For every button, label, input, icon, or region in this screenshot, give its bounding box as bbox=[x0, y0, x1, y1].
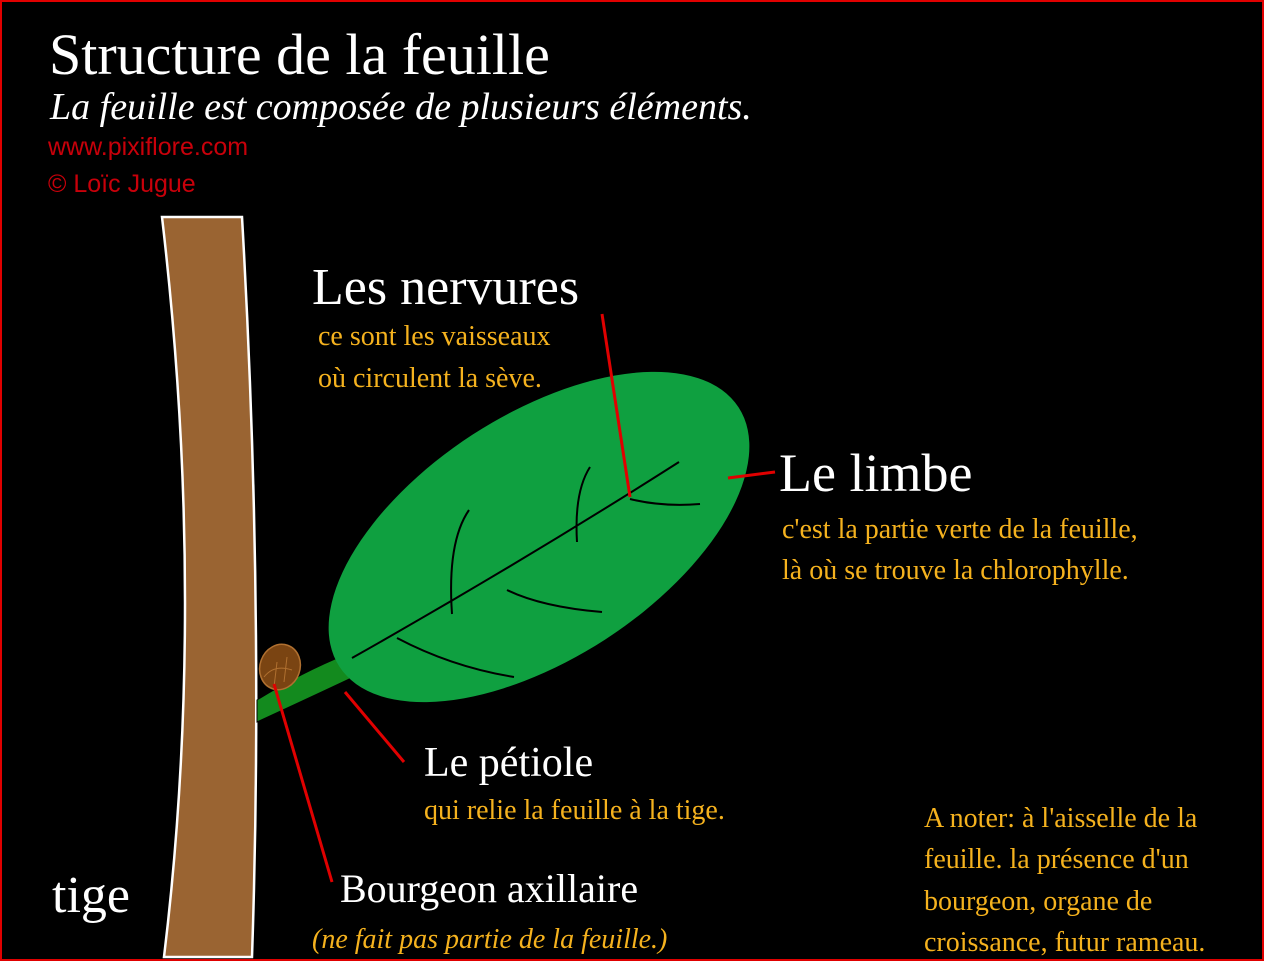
note-line-3: bourgeon, organe de bbox=[924, 886, 1153, 917]
petiole-title: Le pétiole bbox=[424, 740, 594, 786]
nervures-desc-1: ce sont les vaisseaux bbox=[318, 321, 551, 352]
limbe-title: Le limbe bbox=[779, 443, 973, 503]
note-line-4: croissance, futur rameau. bbox=[924, 927, 1206, 958]
website-credit: www.pixiflore.com bbox=[48, 133, 249, 161]
stem bbox=[160, 215, 258, 959]
copyright-credit: © Loïc Jugue bbox=[48, 170, 196, 198]
limbe-desc-2: là où se trouve la chlorophylle. bbox=[782, 555, 1129, 586]
pointer-lines bbox=[272, 313, 776, 883]
leaf-veins bbox=[351, 461, 701, 678]
petiole-desc: qui relie la feuille à la tige. bbox=[424, 795, 725, 826]
bud bbox=[258, 643, 302, 691]
page-subtitle: La feuille est composée de plusieurs élé… bbox=[50, 86, 752, 128]
nervures-desc-2: où circulent la sève. bbox=[318, 363, 542, 394]
limbe-desc-1: c'est la partie verte de la feuille, bbox=[782, 514, 1138, 545]
bud-scales bbox=[263, 656, 293, 688]
bourgeon-title: Bourgeon axillaire bbox=[340, 866, 639, 911]
tige-label: tige bbox=[52, 867, 130, 924]
page-title: Structure de la feuille bbox=[49, 22, 550, 87]
nervures-title: Les nervures bbox=[312, 259, 580, 316]
bourgeon-desc: (ne fait pas partie de la feuille.) bbox=[312, 924, 668, 955]
note-line-2: feuille. la présence d'un bbox=[924, 844, 1189, 875]
note-line-1: A noter: à l'aisselle de la bbox=[924, 803, 1198, 834]
leaf-blade bbox=[328, 371, 750, 703]
